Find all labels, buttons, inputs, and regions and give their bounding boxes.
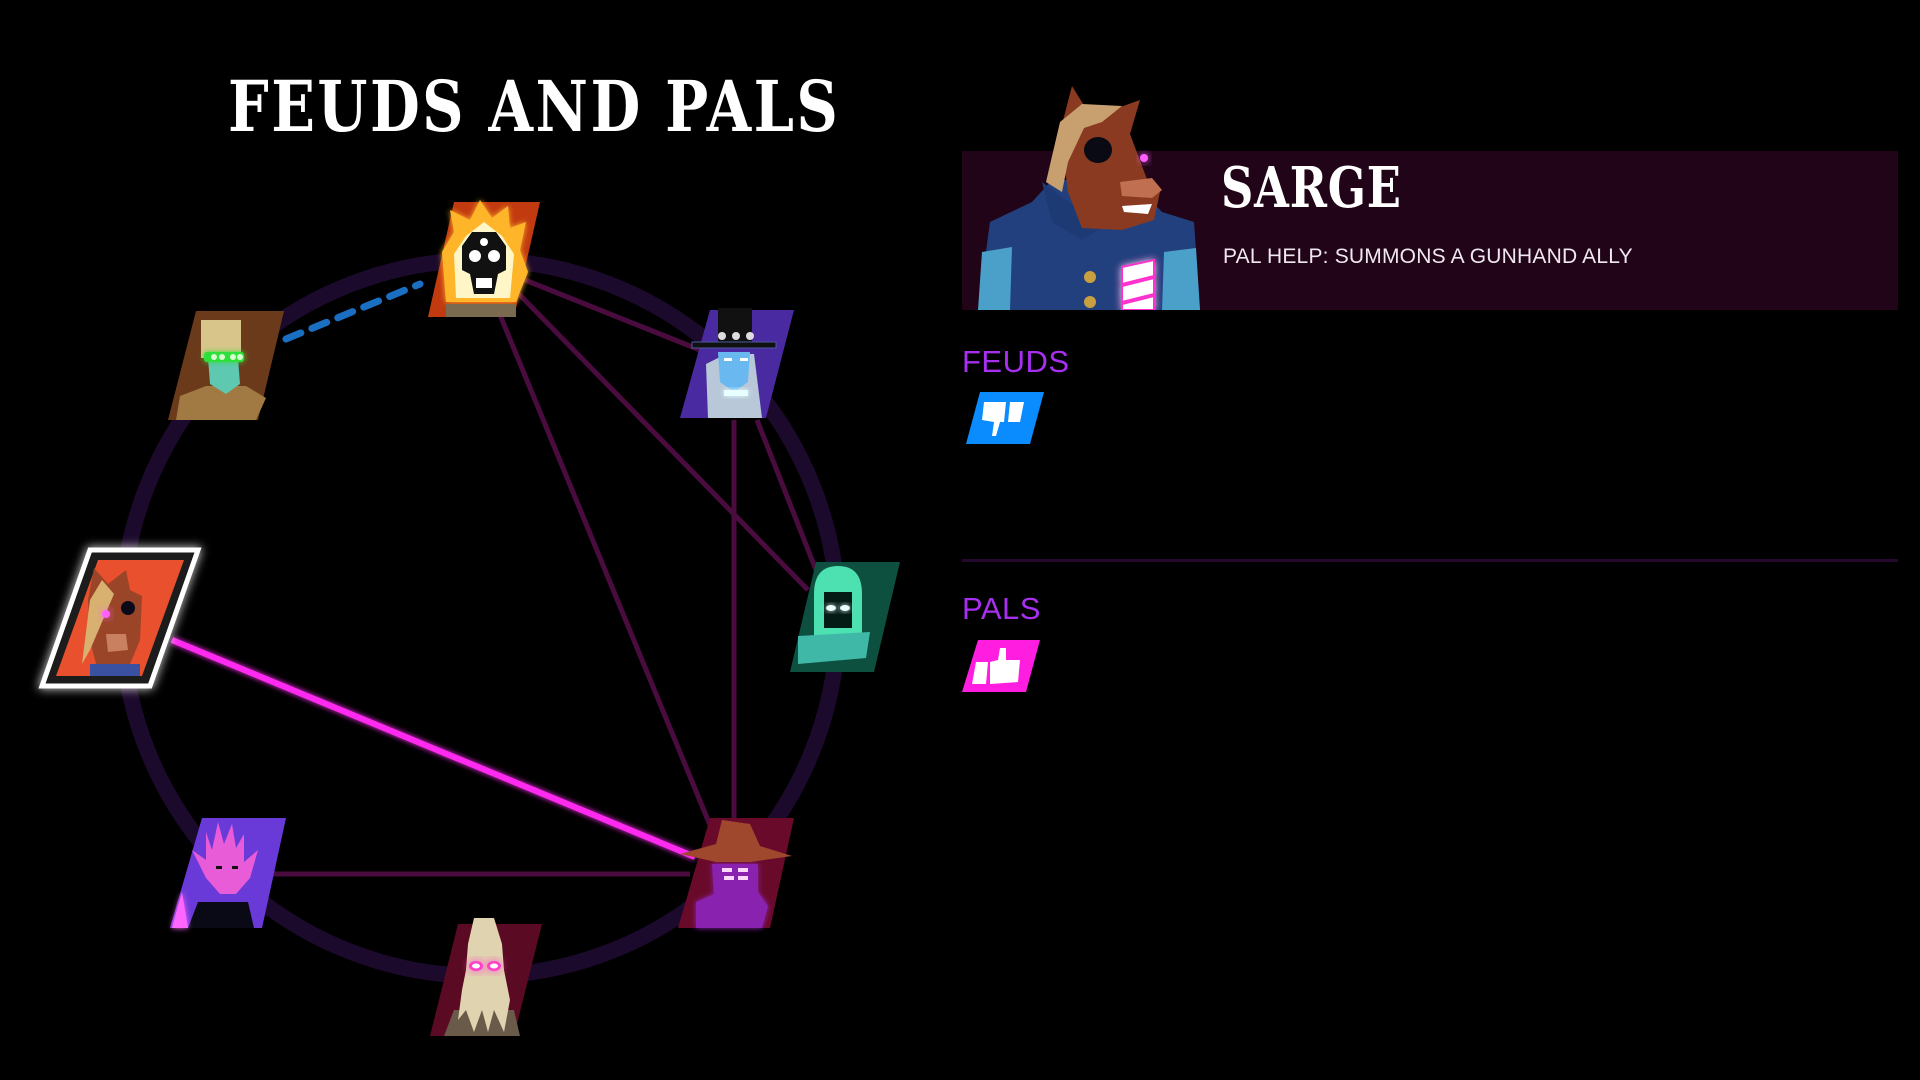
glowing-eye bbox=[102, 610, 110, 618]
section-divider bbox=[962, 559, 1898, 562]
relationship-graph bbox=[38, 200, 900, 1036]
character-name: SARGE bbox=[1221, 155, 1402, 221]
edge-skull-witch bbox=[514, 273, 701, 353]
node-sarge-selected[interactable] bbox=[38, 547, 202, 689]
node-flaming-skull[interactable] bbox=[428, 200, 540, 317]
thumbs-down-icon bbox=[982, 402, 1024, 436]
node-hat-phantom[interactable] bbox=[678, 818, 794, 928]
node-cthulhu[interactable] bbox=[430, 918, 542, 1036]
pals-label: PALS bbox=[962, 591, 1041, 626]
sack-hat bbox=[201, 320, 241, 358]
hat-icon bbox=[718, 308, 752, 346]
node-pink-elf[interactable] bbox=[170, 818, 286, 928]
edge-witch-ghost bbox=[754, 419, 819, 571]
edge-skull-phantom bbox=[495, 309, 715, 831]
pal-help-text: PAL HELP: SUMMONS A GUNHAND ALLY bbox=[1223, 245, 1633, 268]
pal-badge[interactable] bbox=[962, 640, 1040, 692]
elf-face bbox=[192, 822, 258, 894]
node-robot-scarecrow[interactable] bbox=[168, 311, 284, 420]
page-title: FEUDS AND PALS bbox=[228, 65, 841, 148]
sarge-portrait bbox=[978, 86, 1200, 310]
skull-icon bbox=[462, 232, 506, 294]
feuds-label: FEUDS bbox=[962, 344, 1070, 379]
edge-sarge-phantom-pal bbox=[170, 637, 697, 860]
node-witch[interactable] bbox=[680, 308, 794, 418]
neutral-edges bbox=[268, 273, 819, 877]
edge-robot-skull-feud bbox=[282, 280, 424, 343]
thumbs-up-icon bbox=[972, 648, 1020, 684]
edge-skull-ghost bbox=[513, 288, 810, 592]
feud-badge[interactable] bbox=[966, 392, 1044, 444]
glowing-eye bbox=[1140, 154, 1148, 162]
tentacle-face bbox=[458, 918, 510, 1032]
chevron-insignia bbox=[1121, 258, 1155, 310]
node-ghost[interactable] bbox=[790, 562, 900, 672]
cowboy-hat-icon bbox=[680, 820, 792, 862]
